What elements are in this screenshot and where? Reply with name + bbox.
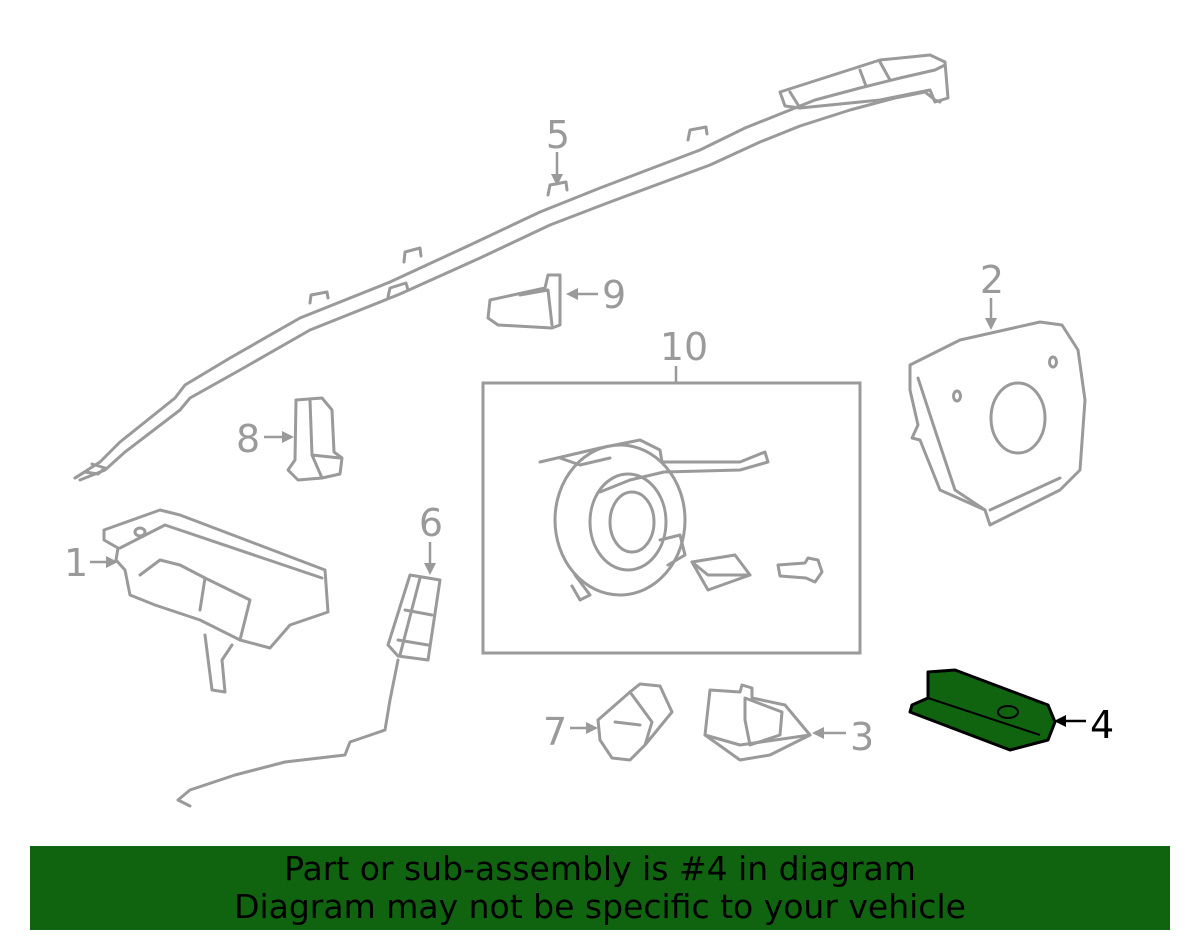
callout-10-label: 10	[660, 325, 708, 369]
callout-9: 9	[566, 273, 626, 317]
callout-3: 3	[812, 715, 874, 759]
callout-4: 4	[1054, 703, 1114, 747]
part-3-sensor[interactable]	[703, 683, 812, 762]
part-7-sensor[interactable]	[596, 682, 674, 762]
part-10-clockspring[interactable]	[481, 381, 862, 655]
callout-5-label: 5	[546, 113, 570, 157]
part-1-passenger-airbag[interactable]	[102, 508, 330, 694]
callout-7-label: 7	[543, 710, 567, 754]
callout-3-label: 3	[850, 715, 874, 759]
banner-line-disclaimer: Diagram may not be specific to your vehi…	[234, 887, 966, 926]
callout-8: 8	[236, 417, 294, 461]
parts-diagram: 5 9 8 10	[64, 53, 1114, 808]
part-8-sensor[interactable]	[286, 396, 344, 482]
callout-7: 7	[543, 710, 598, 754]
callout-1: 1	[64, 541, 118, 585]
part-2-driver-airbag[interactable]	[908, 320, 1087, 527]
callout-8-label: 8	[236, 417, 260, 461]
callout-5: 5	[546, 113, 570, 186]
callout-10: 10	[660, 325, 708, 384]
callout-2-label: 2	[980, 258, 1004, 302]
callout-6: 6	[419, 501, 443, 575]
callout-4-label: 4	[1090, 703, 1114, 747]
callout-2: 2	[980, 258, 1004, 330]
callout-6-label: 6	[419, 501, 443, 545]
info-banner: Part or sub-assembly is #4 in diagram Di…	[30, 846, 1170, 930]
part-6-module[interactable]	[176, 573, 442, 808]
banner-line-part-info: Part or sub-assembly is #4 in diagram	[284, 849, 916, 888]
callout-9-label: 9	[602, 273, 626, 317]
part-5-curtain-airbag[interactable]	[73, 53, 950, 482]
callout-1-label: 1	[64, 541, 88, 585]
part-4-module-highlighted[interactable]	[908, 668, 1057, 752]
part-9-sensor[interactable]	[486, 273, 562, 330]
